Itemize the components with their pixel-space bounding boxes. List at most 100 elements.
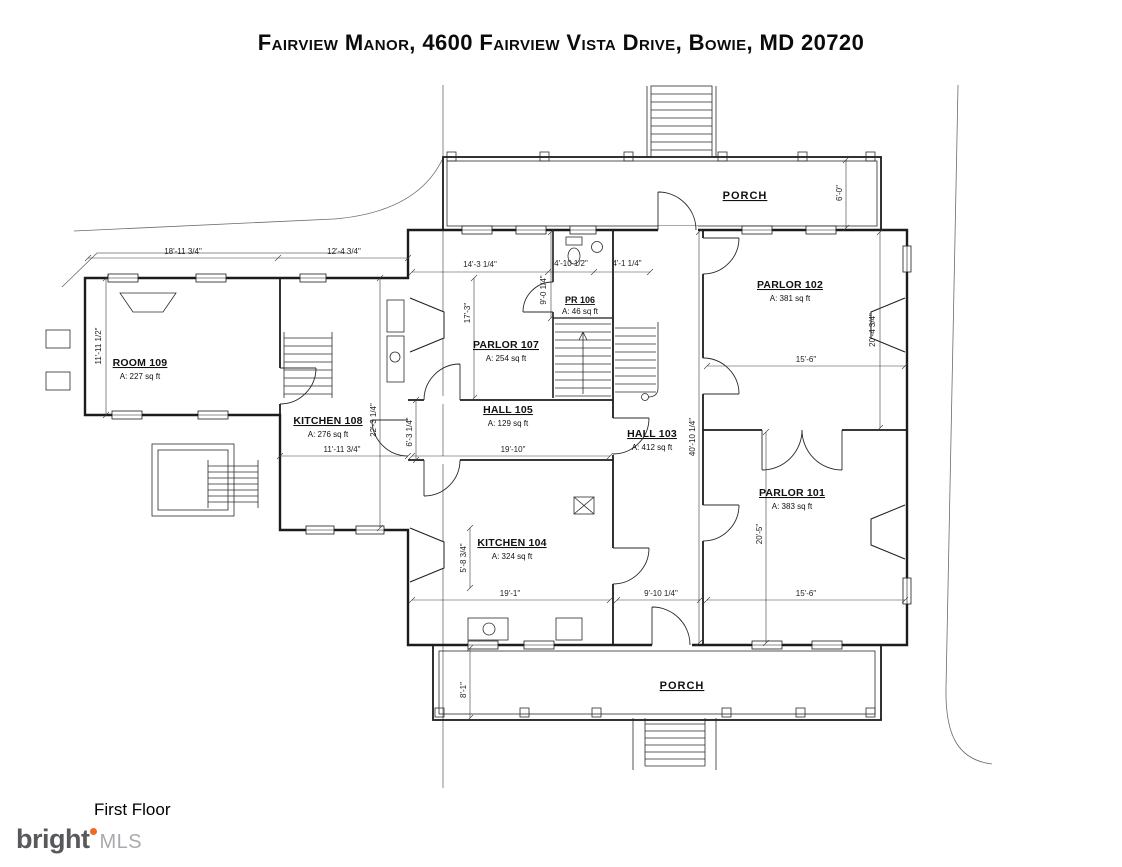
bottom-stairs: [632, 718, 717, 770]
logo-bright-text: bright: [16, 824, 90, 854]
door-gap: [609, 418, 617, 455]
door-gap: [549, 282, 557, 312]
porch-column: [865, 707, 876, 718]
bottom-porch: [432, 644, 882, 770]
door-swing: [702, 357, 740, 395]
interior-walls: [279, 230, 907, 645]
interior-stairs: [283, 322, 659, 401]
room-name: PARLOR 102: [757, 279, 823, 291]
dimension-lines: [84, 156, 909, 722]
dim-text: 6'-0": [835, 185, 844, 201]
double-door-swing: [761, 429, 803, 471]
fixtures: [45, 236, 603, 641]
room-name: PARLOR 101: [759, 487, 825, 499]
kitchen-counter: [386, 299, 405, 333]
doors: [279, 191, 843, 646]
porch-column: [797, 151, 808, 162]
dim-text: 14'-3 1/4": [463, 260, 497, 269]
room-area: A: 383 sq ft: [772, 502, 813, 511]
window-well: [45, 329, 71, 349]
room-name: KITCHEN 104: [477, 537, 546, 549]
bay-window: [870, 504, 906, 560]
room-name: ROOM 109: [113, 357, 168, 369]
room-area: A: 324 sq ft: [492, 552, 533, 561]
dim-text: 11'-11 1/2": [94, 327, 103, 364]
door-swing: [423, 459, 461, 497]
window-well: [45, 371, 71, 391]
window-midlines: [108, 229, 908, 646]
door-swing: [371, 419, 409, 457]
porch-column: [795, 707, 806, 718]
stair-treads: [645, 723, 705, 767]
stair-treads: [651, 93, 712, 151]
room-area: A: 254 sq ft: [486, 354, 527, 363]
room-labels: ROOM 109 A: 227 sq ft KITCHEN 108 A: 276…: [113, 190, 825, 692]
door-swing: [522, 281, 554, 313]
door-gap: [404, 420, 412, 456]
room-name: HALL 105: [483, 404, 533, 416]
door-swing: [702, 237, 740, 275]
room-area: A: 276 sq ft: [308, 430, 349, 439]
dim-text: 8'-1": [459, 682, 468, 698]
porch-columns: [446, 151, 876, 162]
room-name: HALL 103: [627, 428, 677, 440]
door-gap: [699, 358, 707, 394]
brightmls-logo: bright MLS: [16, 824, 142, 855]
room-name: KITCHEN 108: [293, 415, 362, 427]
dim-text: 15'-6": [796, 355, 817, 364]
building-outline: [83, 228, 909, 647]
porch-column: [623, 151, 634, 162]
porch-column: [446, 151, 457, 162]
door-swing: [612, 417, 650, 455]
toilet-bowl: [567, 247, 581, 265]
logo-mls-text: MLS: [99, 831, 143, 853]
door-swing: [423, 363, 461, 401]
porch-label-bottom: PORCH: [660, 680, 705, 692]
kitchen-stair-rails: [283, 332, 333, 398]
porch-column: [591, 707, 602, 718]
dimension-labels: 18'-11 3/4" 12'-4 3/4" 11'-11 1/2" 14'-3…: [94, 185, 877, 698]
kitchen-stair-treads: [284, 337, 332, 395]
floor-label: First Floor: [94, 800, 171, 819]
porch-inner-line: [446, 160, 878, 227]
dim-lines: [88, 160, 905, 718]
porch-outline: [432, 644, 882, 721]
bay-windows: [409, 297, 906, 583]
dim-text: 4'-10 1/2": [554, 259, 588, 268]
porch-column: [519, 707, 530, 718]
lot-line-curve: [73, 157, 444, 232]
porch-label-top: PORCH: [723, 190, 768, 202]
dim-text: 11'-11 3/4": [324, 445, 361, 454]
deck-inner: [157, 449, 229, 511]
kitchen-sink: [389, 351, 401, 363]
door-gap: [424, 456, 460, 464]
bay-window: [409, 297, 445, 353]
hall-stair-rail: [647, 322, 659, 398]
sink: [591, 241, 603, 253]
door-gap: [424, 396, 460, 404]
logo-accent-dot: [90, 828, 98, 835]
toilet-tank: [565, 236, 583, 246]
page-title: Fairview Manor, 4600 Fairview Vista Driv…: [257, 30, 865, 55]
room-name: PARLOR 107: [473, 339, 539, 351]
porch-outline: [442, 156, 882, 231]
dim-text: 20'-4 3/4": [868, 313, 877, 347]
door-gap: [276, 368, 284, 404]
windows: [107, 225, 912, 650]
exterior-stair-treads: [208, 465, 258, 503]
top-porch: [442, 85, 882, 231]
dim-text: 22'-3 1/4": [369, 403, 378, 437]
door-swing: [279, 367, 317, 405]
room-area: A: 129 sq ft: [488, 419, 529, 428]
island-cross: [573, 496, 595, 515]
door-gap: [699, 505, 707, 541]
newel-post: [641, 393, 649, 401]
door-gap: [658, 226, 698, 234]
door-swing: [651, 606, 691, 646]
kitchen-sink: [482, 622, 496, 636]
kitchen-appliance: [555, 617, 583, 641]
porch-column: [434, 707, 445, 718]
stair-up-arrow: [578, 331, 588, 394]
porch-column: [865, 151, 876, 162]
